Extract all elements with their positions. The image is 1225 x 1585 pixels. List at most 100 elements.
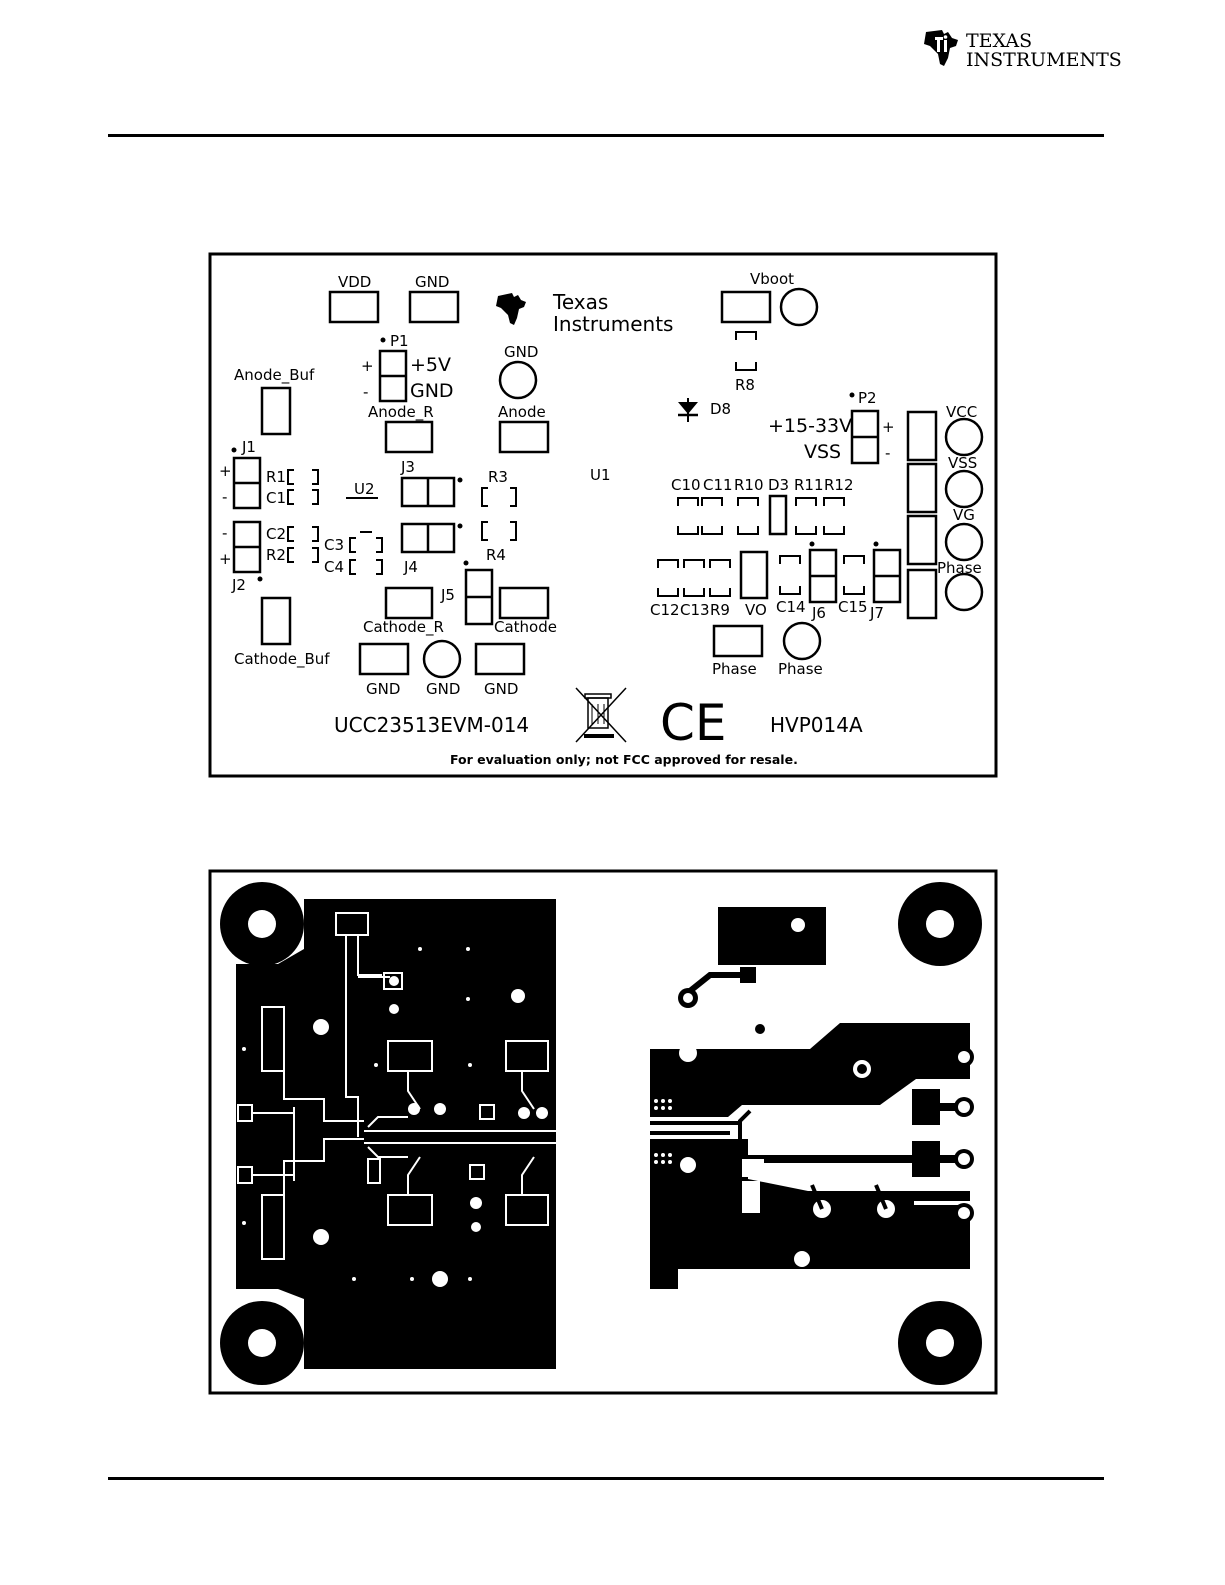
j7-pin1-dot xyxy=(873,541,879,547)
label-c13: C13 xyxy=(680,601,710,619)
label-vss-p2: VSS xyxy=(804,441,841,463)
ce-mark: CE xyxy=(660,694,727,752)
label-c1: C1 xyxy=(266,489,286,507)
c1-outline xyxy=(287,489,319,505)
left-copper-plane xyxy=(236,899,556,1369)
r12-outline xyxy=(823,497,845,535)
label-r10: R10 xyxy=(734,476,764,494)
cathode-r-pad xyxy=(384,586,434,620)
label-u1: U1 xyxy=(590,466,611,484)
label-disclaimer: For evaluation only; not FCC approved fo… xyxy=(450,752,798,767)
r3-outline xyxy=(481,487,517,507)
anode-r-pad xyxy=(384,420,434,454)
c14-outline xyxy=(779,555,801,595)
r11-outline xyxy=(795,497,817,535)
logo-line-1: Texas xyxy=(966,30,1033,52)
label-j1-plus: + xyxy=(219,462,232,480)
board-logo-line-2: Instruments xyxy=(553,312,673,336)
vg-testpoint xyxy=(944,522,984,562)
label-j5: J5 xyxy=(440,586,455,604)
anode-pad xyxy=(498,420,550,454)
label-j1-minus: - xyxy=(222,488,227,506)
j2-pin1-dot xyxy=(257,576,263,582)
r9-outline xyxy=(709,559,731,597)
j4-pin1-dot xyxy=(457,523,463,529)
vcc-testpoint xyxy=(944,417,984,457)
label-j6: J6 xyxy=(811,604,826,622)
label-r8: R8 xyxy=(735,376,755,394)
mounting-hole-bottom-left xyxy=(220,1301,304,1385)
mounting-hole-top-right xyxy=(898,882,982,966)
cathode-pad xyxy=(498,586,550,620)
label-c11: C11 xyxy=(703,476,733,494)
c11-outline xyxy=(701,497,723,535)
label-phase-right: Phase xyxy=(937,559,982,577)
label-c4: C4 xyxy=(324,558,344,576)
label-board-code: HVP014A xyxy=(770,713,863,737)
label-gnd-top: GND xyxy=(415,273,449,291)
label-j4: J4 xyxy=(403,558,418,576)
vdd-pad xyxy=(328,290,380,324)
c13-outline xyxy=(683,559,705,597)
r10-outline xyxy=(737,497,759,535)
label-phase-tp: Phase xyxy=(778,660,823,678)
header-rule xyxy=(108,134,1104,137)
mounting-hole-bottom-right xyxy=(898,1301,982,1385)
label-anode-r: Anode_R xyxy=(368,403,434,422)
label-p2-volt: +15-33V xyxy=(768,415,852,437)
c10-outline xyxy=(677,497,699,535)
label-cathode: Cathode xyxy=(494,618,557,636)
label-p1-plus: + xyxy=(361,357,374,375)
r1-outline xyxy=(287,469,319,485)
label-j3: J3 xyxy=(400,458,415,476)
vboot-pad xyxy=(720,290,772,324)
r2-outline xyxy=(287,547,319,563)
gnd-top-pad xyxy=(408,290,460,324)
label-plus5v: +5V xyxy=(410,354,451,376)
phase-right-pad xyxy=(906,568,938,620)
label-r3: R3 xyxy=(488,468,508,486)
label-j1: J1 xyxy=(241,438,256,456)
c4-outline xyxy=(349,559,383,575)
label-c14: C14 xyxy=(776,598,806,616)
vss-pad xyxy=(906,462,938,514)
label-vdd: VDD xyxy=(338,273,371,291)
label-p1: P1 xyxy=(390,332,409,350)
label-c3: C3 xyxy=(324,536,344,554)
label-r11: R11 xyxy=(794,476,824,494)
gnd-testpoint xyxy=(498,360,538,400)
label-c15: C15 xyxy=(838,598,868,616)
vboot-testpoint xyxy=(779,287,819,327)
label-p2: P2 xyxy=(858,389,877,407)
logo-line-2: Instruments xyxy=(966,49,1122,71)
label-cathode-buf: Cathode_Buf xyxy=(234,650,330,669)
board-ti-logo: Texas Instruments xyxy=(496,290,673,336)
board-ti-logo-icon xyxy=(496,293,526,325)
label-r1: R1 xyxy=(266,468,286,486)
label-c12: C12 xyxy=(650,601,680,619)
label-r12: R12 xyxy=(824,476,854,494)
r4-outline xyxy=(481,521,517,541)
label-u2: U2 xyxy=(354,480,375,498)
label-gnd-tp: GND xyxy=(504,343,538,361)
label-anode: Anode xyxy=(498,403,546,421)
gnd3-pad xyxy=(474,642,526,676)
right-copper-features xyxy=(650,907,974,1289)
j1-pin1-dot xyxy=(231,447,237,453)
cathode-buf-pad xyxy=(260,596,292,646)
label-p1-minus: - xyxy=(363,383,368,401)
phase-right-testpoint xyxy=(944,572,984,612)
c3-outline xyxy=(349,537,383,553)
label-phase-box: Phase xyxy=(712,660,757,678)
pcb-bottom-copper-figure xyxy=(208,869,998,1395)
p2-pin1-dot xyxy=(849,392,855,398)
label-anode-buf: Anode_Buf xyxy=(234,366,315,385)
vss-testpoint xyxy=(944,469,984,509)
label-gnd2: GND xyxy=(426,680,460,698)
label-d3: D3 xyxy=(768,476,789,494)
anode-buf-pad xyxy=(260,386,292,436)
label-p2-minus: - xyxy=(885,444,890,462)
vg-pad xyxy=(906,514,938,566)
mounting-hole-top-left xyxy=(220,882,304,966)
label-vboot: Vboot xyxy=(750,270,794,288)
